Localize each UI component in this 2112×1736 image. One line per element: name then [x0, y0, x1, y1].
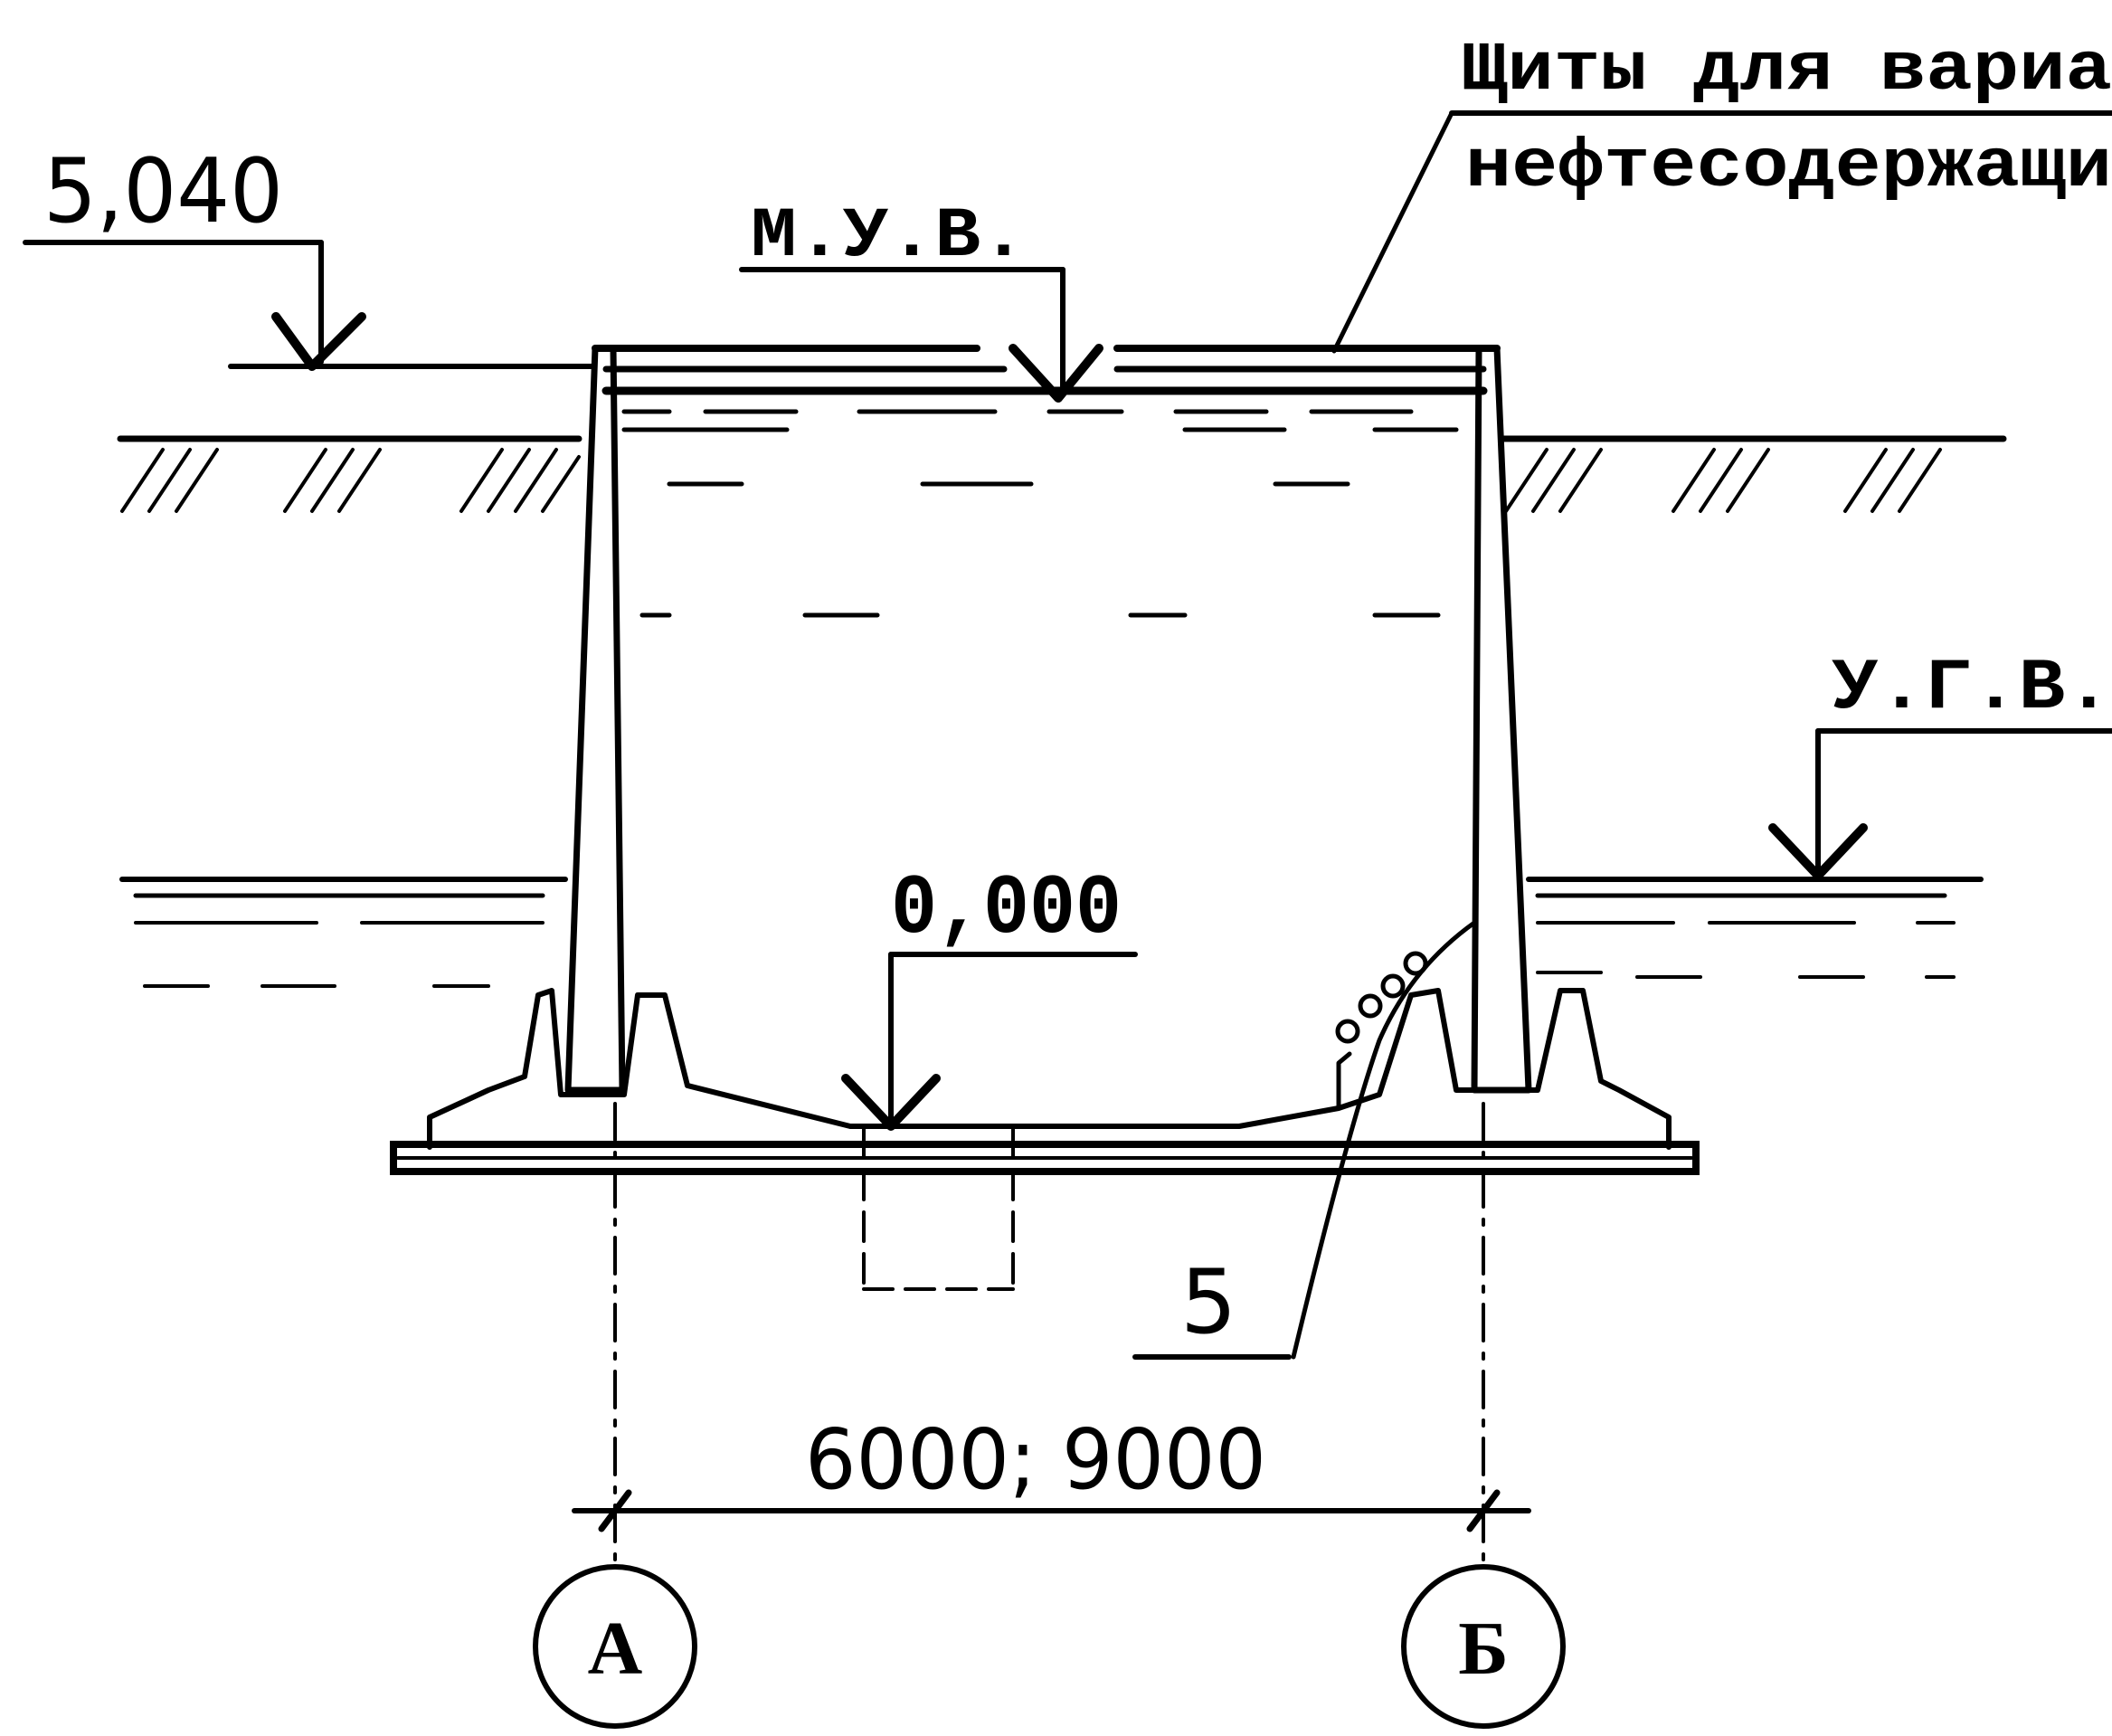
cover-shields: [592, 345, 1501, 395]
elevation-bottom-label: 0,000: [891, 862, 1122, 958]
ground-surface: [117, 435, 2007, 513]
axis-bubble-b: Б: [1401, 1564, 1566, 1729]
elevation-bottom-marker: 0,000: [841, 862, 1138, 1131]
max-water-level-marker: М.У.В.: [739, 197, 1103, 403]
axis-a-label: А: [588, 1607, 643, 1691]
foundation-slab: [390, 988, 1700, 1175]
groundwater-level-lines: [119, 877, 1984, 988]
tank-wall-right: [1471, 345, 1532, 1094]
axis-lines: [613, 1102, 1485, 1567]
axis-b-label: Б: [1458, 1607, 1509, 1691]
max-water-level-label: М.У.В.: [751, 197, 1027, 277]
span-label: 6000; 9000: [805, 1411, 1266, 1508]
span-dimension: 6000; 9000: [572, 1411, 1531, 1532]
shield-note-line-1: Щиты для вариа: [1461, 32, 2112, 109]
axis-bubble-a: А: [533, 1564, 697, 1729]
callout-5-label: 5: [1180, 1251, 1236, 1354]
drainage-pit: [862, 1127, 1015, 1291]
groundwater-level-label: У.Г.В.: [1832, 648, 2112, 730]
elevation-top-marker: 5,040: [23, 140, 595, 371]
groundwater-level-marker: У.Г.В.: [1768, 648, 2112, 882]
shield-note-line-2: нефтесодержащи: [1465, 128, 2112, 206]
internal-water: [621, 409, 1459, 618]
callout-5: 5: [1132, 1251, 1292, 1360]
elevation-top-label: 5,040: [43, 140, 283, 243]
shield-note: Щиты для вариа нефтесодержащи: [1331, 32, 2112, 354]
element-5-pipes: [1291, 920, 1477, 1360]
